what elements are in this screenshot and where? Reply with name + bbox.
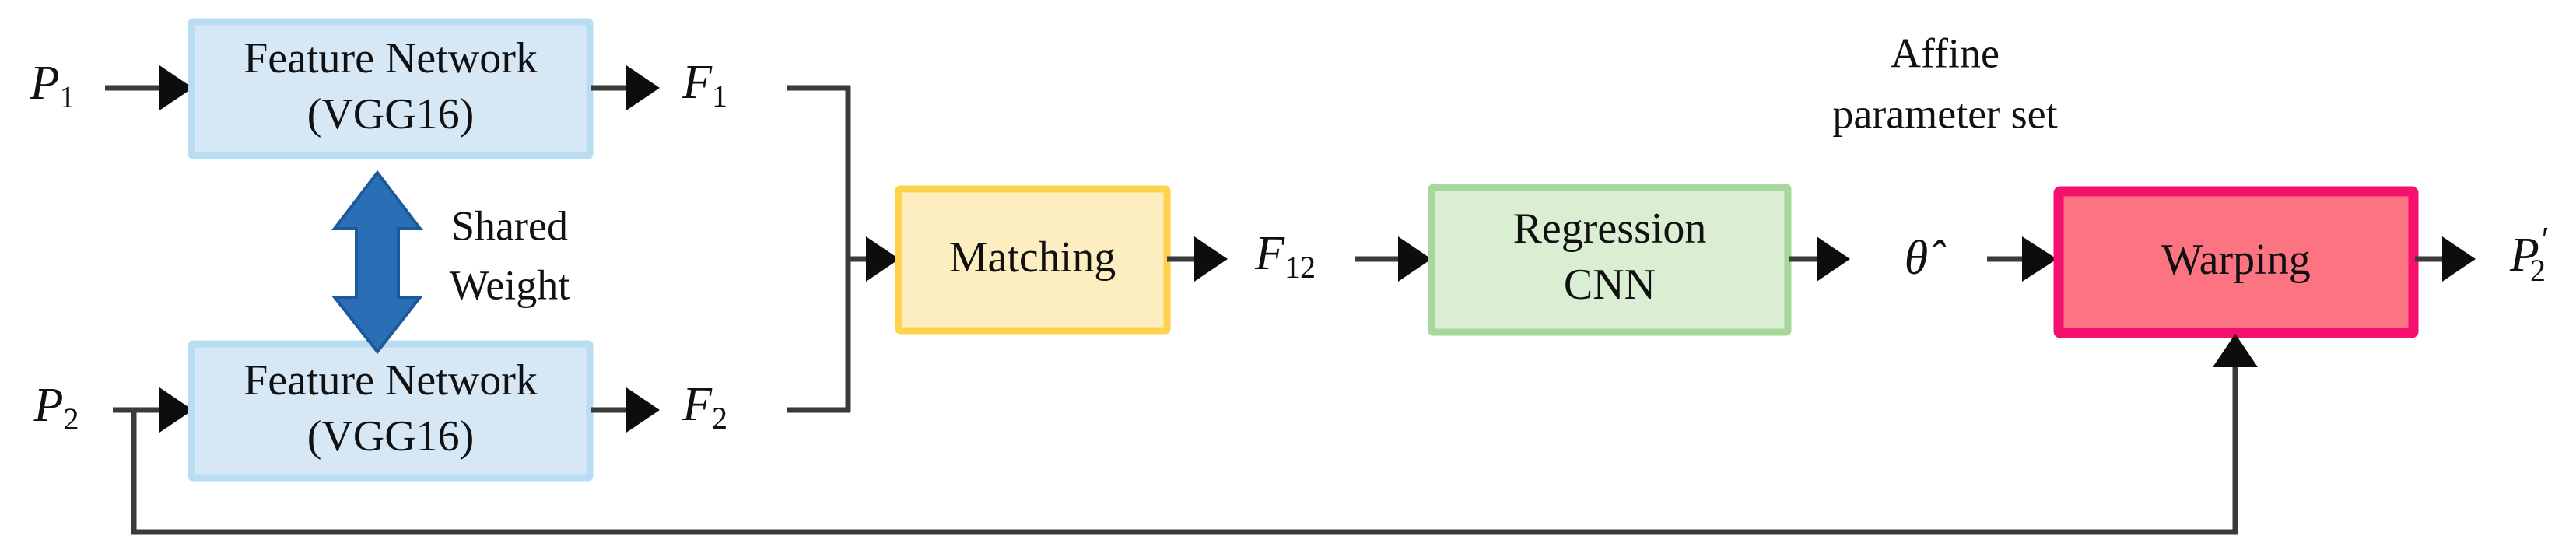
node-feature-network-bottom[interactable] [188,340,594,482]
feature-network-top-label-line2: (VGG16) [307,90,475,138]
matching-label: Matching [949,233,1116,282]
arrow-matching-to-f12 [1167,236,1228,282]
label-f1: F1 [682,56,727,114]
feature-network-bottom-label-line2: (VGG16) [307,412,475,461]
shared-weight-double-arrow-icon [331,170,424,355]
warping-label: Warping [2161,236,2310,284]
label-p2: P2 [33,379,79,437]
label-p1: P1 [30,57,75,115]
feedback-path-p2-to-warping [131,334,2258,535]
arrow-head-icon [866,236,899,282]
arrow-feature-bottom-to-f2 [591,387,660,433]
shared-weight-label-line1: Shared [451,202,568,249]
node-feature-network-top[interactable] [188,18,594,159]
arrow-regression-to-theta [1789,236,1850,282]
arrow-head-icon [2442,236,2476,282]
arrow-head-icon [1398,236,1432,282]
shared-weight-label-line2: Weight [450,261,570,308]
regression-cnn-label-line1: Regression [1513,205,1707,253]
arrow-head-icon [1817,236,1850,282]
arrow-head-icon [159,387,193,433]
affine-annotation-line2: parameter set [1832,90,2057,137]
arrow-p1-to-feature-top [105,65,193,110]
arrow-warping-to-output [2415,236,2476,282]
label-theta-hat: θ̂ [1905,232,1947,285]
arrow-feature-top-to-f1 [591,65,660,110]
arrow-head-icon [2213,334,2258,367]
arrow-head-icon [2022,236,2057,282]
feature-network-bottom-label-line1: Feature Network [244,356,538,405]
arrow-f12-to-regression [1355,236,1432,282]
label-f12: F12 [1254,227,1316,285]
arrow-p2-to-feature-bottom [113,387,193,433]
node-warping[interactable] [2053,186,2419,338]
arrow-head-icon [1194,236,1228,282]
arrow-head-icon [159,65,193,110]
arrow-head-icon [626,387,660,433]
label-p2-prime: P′2 [2509,219,2548,289]
label-p1-subscript: 1 [59,79,75,115]
bracket-f1-f2-merge [787,85,899,413]
label-f2: F2 [682,378,727,436]
regression-cnn-label-line2: CNN [1564,261,1656,309]
affine-annotation-line1: Affine [1891,30,1999,76]
feature-network-top-label-line1: Feature Network [244,34,538,82]
label-p2-subscript: 2 [63,401,79,437]
arrow-head-icon [626,65,660,110]
arrow-theta-to-warping [1987,236,2057,282]
node-regression-cnn[interactable] [1428,184,1792,336]
